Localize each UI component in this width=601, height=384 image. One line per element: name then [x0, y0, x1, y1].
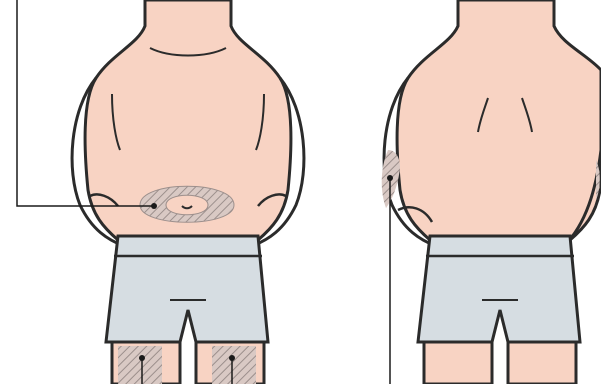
back-body-icon	[384, 0, 601, 384]
right-thigh-zone	[212, 346, 256, 384]
upper-arm-pointer-dot	[387, 175, 393, 181]
left-thigh-zone	[118, 346, 162, 384]
right-thigh-pointer-dot	[229, 355, 235, 361]
back-torso	[397, 0, 601, 240]
back-shorts	[418, 236, 580, 342]
left-thigh-pointer-dot	[139, 355, 145, 361]
abdomen-pointer-dot	[151, 203, 157, 209]
front-shorts	[106, 236, 268, 342]
